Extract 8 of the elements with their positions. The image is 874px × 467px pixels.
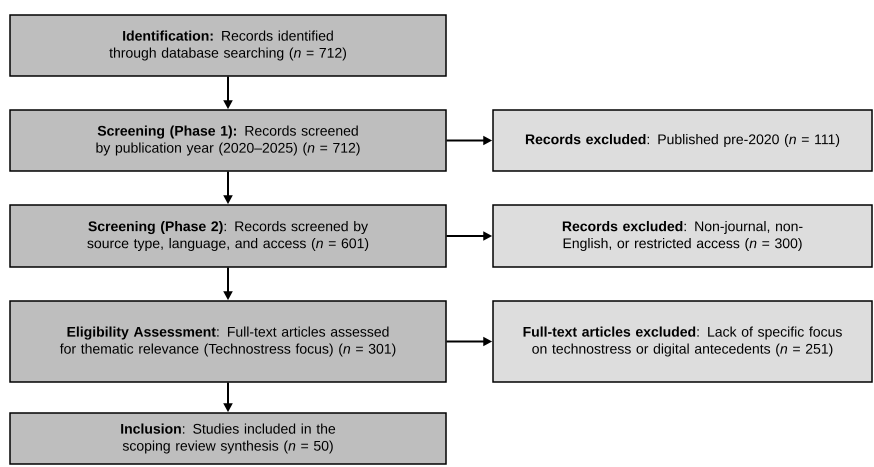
process-box: Records excluded: Published pre-2020 (n = 111) (492, 109, 873, 172)
process-box: Inclusion: Studies included in the scoping review synthesis (n = 50) (9, 412, 447, 465)
process-box: Records excluded: Non-journal, non-English, or restricted access (n = 300) (492, 204, 873, 268)
process-box: Full-text articles excluded: Lack of specific focus on technostress or digital antecedents (n = 251) (492, 300, 873, 383)
process-box: Screening (Phase 2): Records screened by source type, language, and access (n = 601) (9, 204, 447, 268)
process-box: Screening (Phase 1): Records screened by publication year (2020–2025) (n = 712) (9, 109, 447, 172)
process-box: Eligibility Assessment: Full-text articles assessed for thematic relevance (Technostress focus) (n = 301) (9, 300, 447, 383)
process-box: Identification: Records identified through database searching (n = 712) (9, 14, 447, 77)
